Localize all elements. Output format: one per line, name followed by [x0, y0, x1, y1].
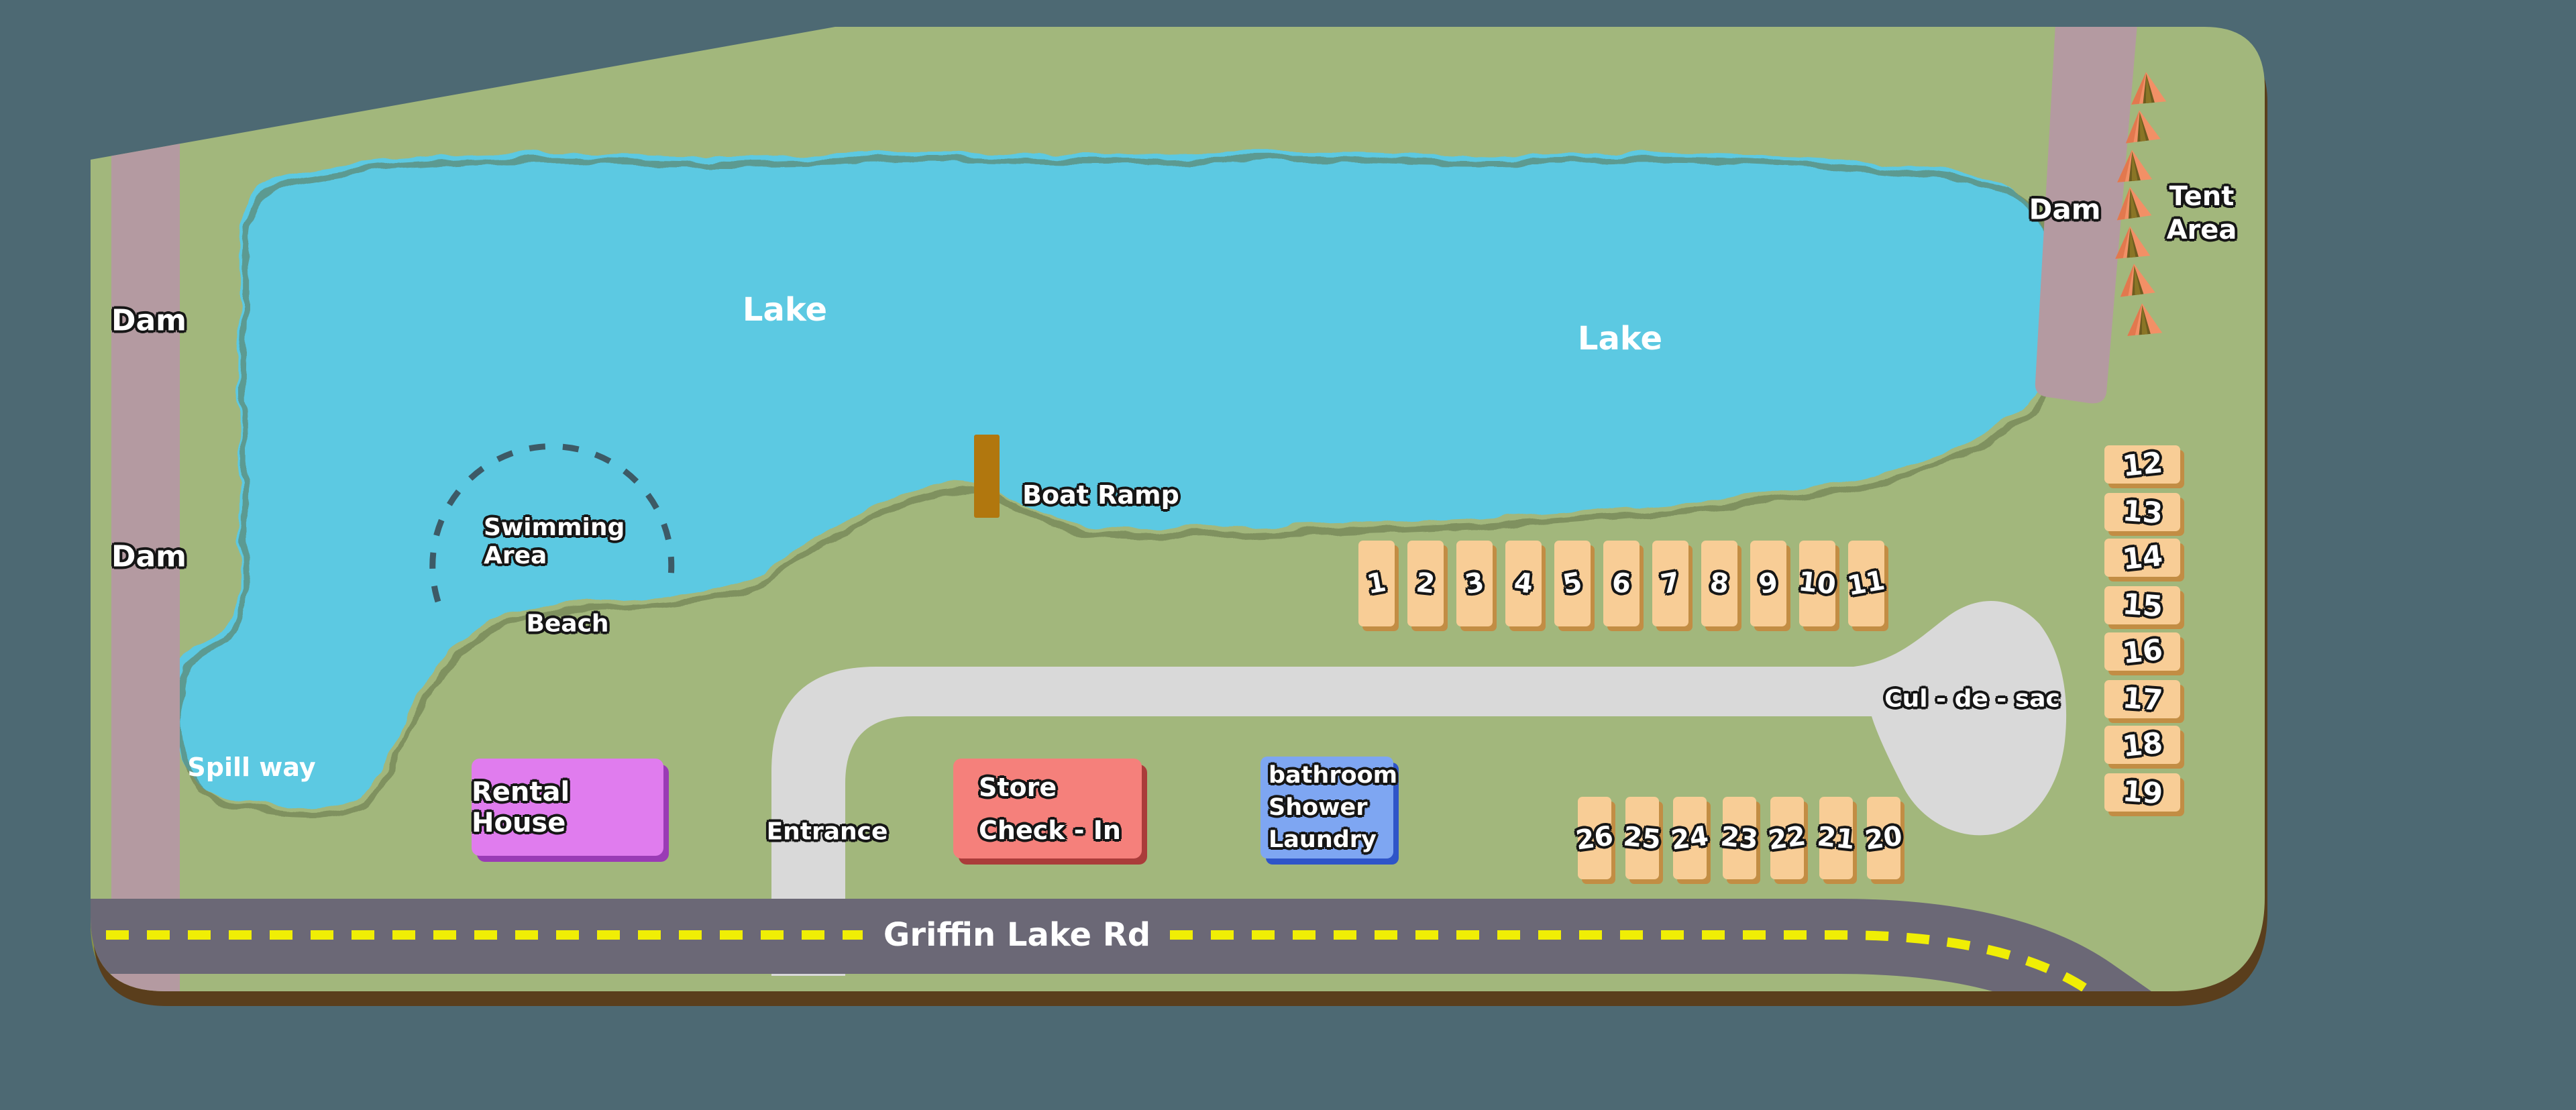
tent-area-label: Tent Area [2167, 180, 2237, 247]
campsite-7: 7 [1652, 541, 1688, 626]
store-line1: Store [979, 772, 1057, 802]
bathhouse: bathroom Shower Laundry [1260, 757, 1398, 858]
campsite-23: 23 [1719, 797, 1760, 879]
beach-label: Beach [526, 610, 609, 638]
campsite-11: 11 [1845, 541, 1887, 626]
swimming-area-boundary [429, 443, 675, 603]
rental-house-label: Rental House [472, 776, 570, 838]
road-center-dashes [106, 930, 2153, 991]
campsite-number: 10 [1796, 566, 1838, 601]
campsite-4: 4 [1505, 541, 1542, 626]
campsite-number: 14 [2121, 539, 2164, 577]
campsite-19: 19 [2104, 773, 2180, 812]
campsite-13: 13 [2104, 493, 2180, 531]
entrance-road-and-culdesac [771, 601, 2067, 976]
swimming-line2: Area [484, 542, 547, 569]
bathhouse-line2: Shower [1269, 794, 1368, 821]
campsite-number: 26 [1574, 820, 1615, 856]
lake-label-lower: Lake [1577, 320, 1663, 357]
campsite-number: 23 [1719, 820, 1760, 856]
campsite-number: 9 [1756, 566, 1780, 601]
campsite-25: 25 [1621, 797, 1663, 879]
boat-ramp [974, 435, 1000, 518]
store-check-in: Store Check - In [953, 759, 1142, 858]
lake-label-upper: Lake [742, 291, 828, 329]
campsite-number: 1 [1364, 566, 1389, 601]
campsite-number: 13 [2121, 494, 2164, 531]
campsite-12: 12 [2104, 445, 2180, 484]
campsite-1: 1 [1358, 541, 1395, 626]
campsite-number: 3 [1462, 566, 1487, 601]
bathhouse-line3: Laundry [1269, 826, 1377, 853]
swimming-line1: Swimming [484, 514, 625, 541]
griffin-lake-rd-label: Griffin Lake Rd [883, 916, 1151, 954]
campsite-number: 25 [1621, 820, 1663, 856]
campsite-22: 22 [1766, 797, 1808, 879]
campsite-number: 15 [2121, 587, 2164, 624]
swimming-area-label: Swimming Area [484, 514, 625, 570]
campsite-5: 5 [1554, 541, 1591, 626]
campsite-26: 26 [1574, 797, 1615, 879]
campsite-number: 22 [1766, 820, 1808, 856]
tent-area-line1: Tent [2169, 181, 2235, 212]
campsite-number: 17 [2121, 681, 2164, 718]
campsite-number: 20 [1863, 820, 1904, 856]
dam-west-strip [111, 94, 180, 991]
dam-label-west-upper: Dam [111, 303, 187, 338]
campsite-17: 17 [2104, 680, 2180, 718]
campsite-15: 15 [2104, 586, 2180, 624]
campsite-3: 3 [1456, 541, 1493, 626]
campsite-6: 6 [1603, 541, 1640, 626]
store-line2: Check - In [979, 815, 1121, 845]
campsite-number: 7 [1658, 566, 1682, 601]
entrance-label: Entrance [766, 818, 888, 846]
campsite-number: 5 [1560, 566, 1585, 601]
campsite-number: 8 [1708, 567, 1731, 600]
campsite-24: 24 [1669, 797, 1711, 879]
campsite-10: 10 [1796, 541, 1838, 626]
campsite-number: 6 [1610, 567, 1633, 600]
campsite-number: 2 [1414, 567, 1437, 600]
campsite-8: 8 [1701, 541, 1737, 626]
campsite-number: 11 [1845, 565, 1888, 602]
campsite-number: 18 [2121, 726, 2164, 764]
campsite-number: 16 [2121, 632, 2164, 671]
campsite-number: 19 [2121, 774, 2164, 811]
campsite-14: 14 [2104, 539, 2180, 577]
dam-label-west-lower: Dam [111, 539, 187, 574]
dam-east-strip [2035, 27, 2137, 404]
campsite-number: 12 [2121, 445, 2164, 484]
campsite-number: 21 [1815, 820, 1857, 856]
campsite-2: 2 [1407, 541, 1444, 626]
campsite-number: 4 [1512, 567, 1535, 600]
campsite-18: 18 [2104, 726, 2180, 764]
campsite-16: 16 [2104, 632, 2180, 671]
bathhouse-line1: bathroom [1269, 762, 1398, 789]
cul-de-sac-label: Cul - de - sac [1884, 685, 2060, 713]
campsite-9: 9 [1750, 541, 1786, 626]
boat-ramp-label: Boat Ramp [1022, 480, 1179, 510]
campsite-20: 20 [1863, 797, 1904, 879]
dam-label-east: Dam [2029, 192, 2101, 226]
spillway-label: Spill way [187, 753, 316, 782]
campsite-21: 21 [1815, 797, 1857, 879]
tent-area-line2: Area [2166, 215, 2237, 245]
rental-house: Rental House [472, 759, 663, 856]
road-label-backing [863, 908, 1166, 964]
campsite-number: 24 [1669, 820, 1711, 856]
